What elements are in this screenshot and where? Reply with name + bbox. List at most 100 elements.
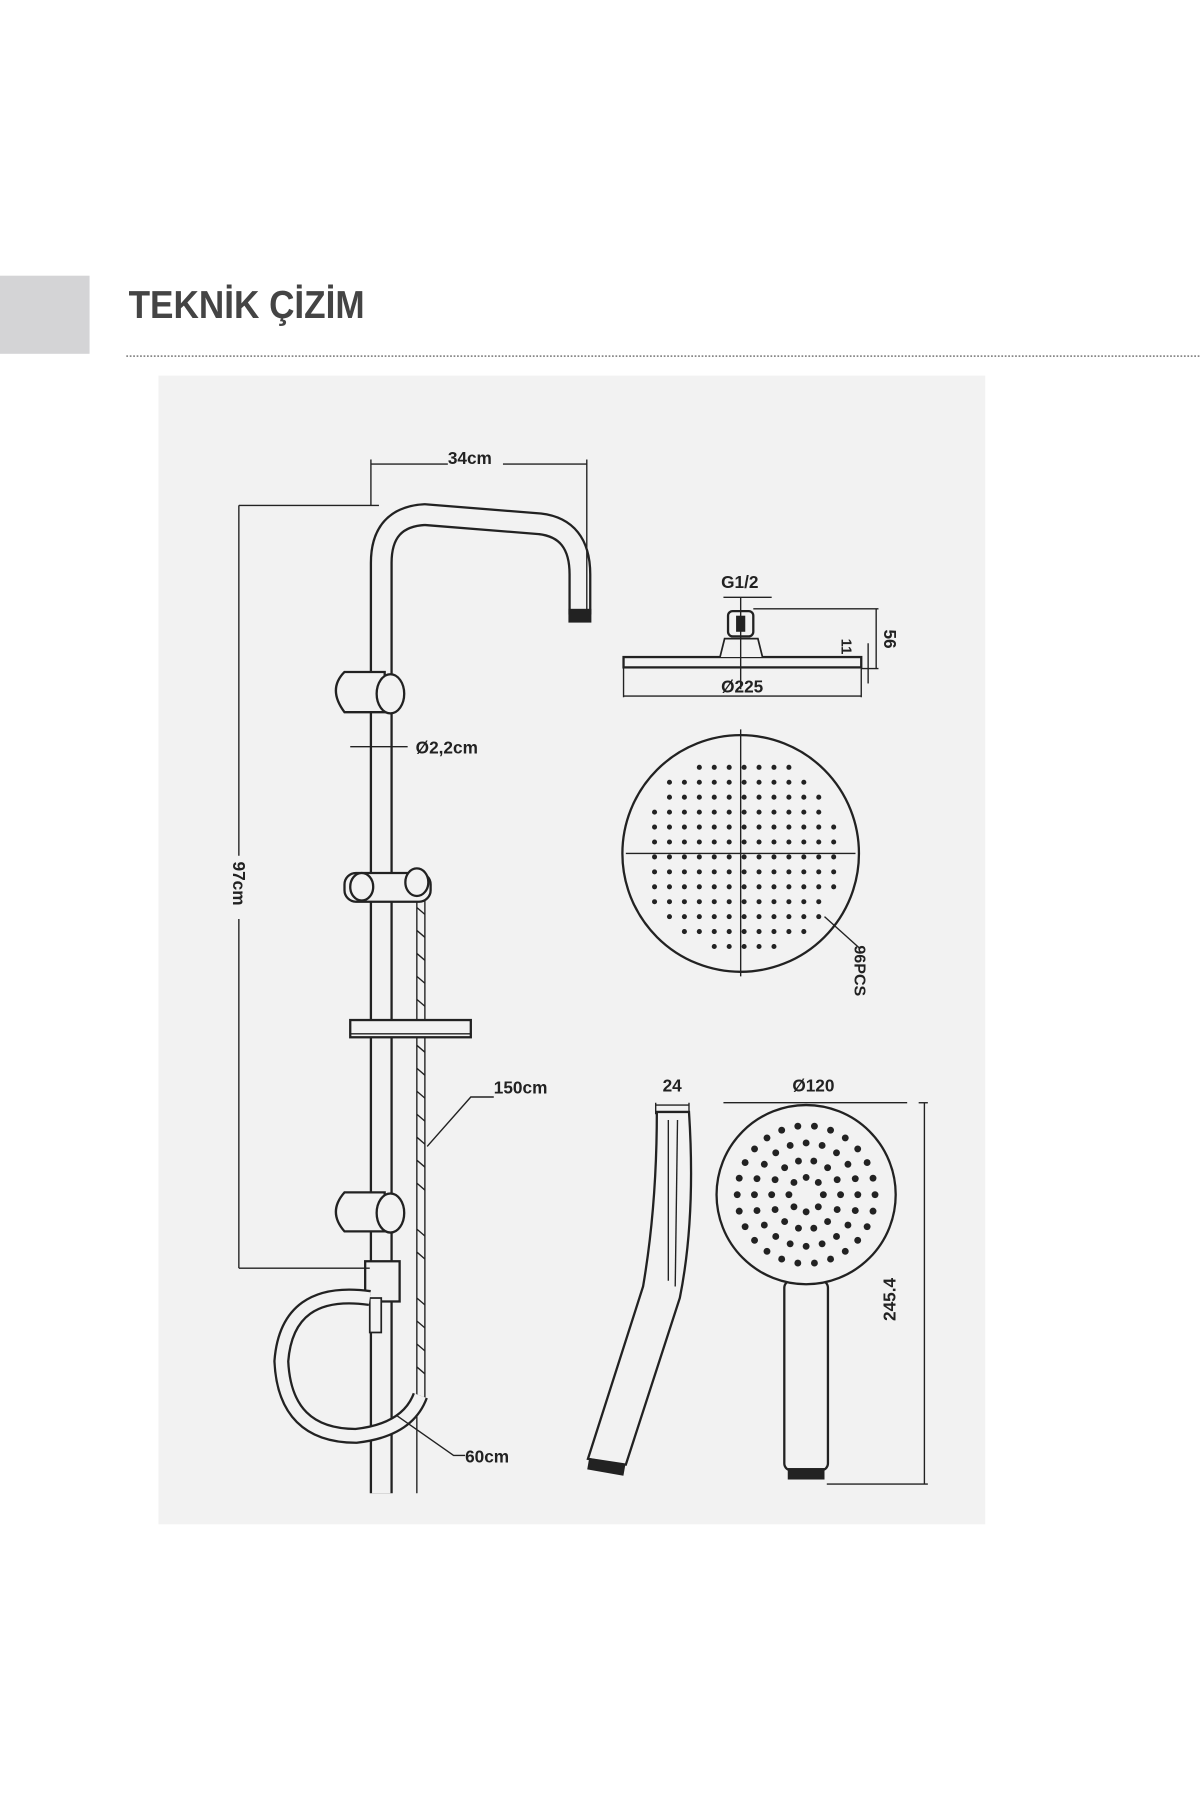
hose-loop — [273, 1288, 428, 1444]
rail-height-label: 97cm — [229, 862, 249, 906]
nozzle-dot — [711, 884, 717, 890]
nozzle-dot — [696, 764, 702, 770]
nozzle-dot — [781, 1218, 789, 1226]
nozzle-dot — [666, 884, 672, 890]
nozzle-dot — [841, 1247, 849, 1255]
nozzle-dot — [726, 884, 732, 890]
nozzle-dot — [741, 1223, 749, 1231]
nozzle-dot — [831, 854, 837, 860]
nozzle-dot — [666, 779, 672, 785]
nozzle-dot — [711, 839, 717, 845]
nozzle-dot — [726, 764, 732, 770]
nozzle-dot — [837, 1191, 845, 1199]
nozzle-dot — [854, 1236, 862, 1244]
nozzle-dot — [814, 1179, 822, 1186]
nozzle-dot — [790, 1179, 798, 1186]
nozzle-dot — [771, 899, 777, 905]
nozzle-dot — [756, 884, 762, 890]
nozzle-dot — [652, 839, 658, 845]
nozzle-dot — [785, 1191, 793, 1199]
nozzle-dot — [751, 1236, 758, 1244]
hand-shower-front-view: Ø120 245.4 — [715, 1075, 928, 1485]
nozzle-dot — [801, 929, 807, 935]
nozzle-dot — [681, 809, 687, 815]
page-title: TEKNİK ÇİZİM — [129, 282, 365, 326]
hand-length-label: 245.4 — [880, 1277, 900, 1321]
nozzle-dot — [771, 929, 777, 935]
nozzle-dot — [795, 1157, 802, 1165]
nozzle-dot — [756, 764, 762, 770]
nozzle-dot — [756, 914, 762, 920]
nozzle-count-label: 96PCS — [850, 945, 868, 996]
nozzle-dot — [666, 824, 672, 830]
nozzle-dot — [756, 809, 762, 815]
nozzle-dot — [863, 1223, 871, 1231]
nozzle-dot — [771, 854, 777, 860]
nozzle-dot — [652, 869, 658, 875]
nozzle-dot — [786, 899, 792, 905]
nozzle-dot — [751, 1145, 758, 1153]
nozzle-dot — [666, 854, 672, 860]
nozzle-dot — [801, 839, 807, 845]
nozzle-dot — [772, 1149, 780, 1157]
nozzle-dot — [666, 899, 672, 905]
nozzle-dot — [801, 824, 807, 830]
nozzle-dot — [756, 779, 762, 785]
nozzle-dot — [696, 929, 702, 935]
nozzle-dot — [772, 1233, 780, 1240]
nozzle-dot — [771, 824, 777, 830]
nozzle-dot — [771, 884, 777, 890]
nozzle-dot — [681, 839, 687, 845]
nozzle-dot — [756, 824, 762, 830]
nozzle-dot — [818, 1240, 826, 1248]
nozzle-dot — [696, 914, 702, 920]
nozzle-dot — [833, 1206, 841, 1214]
wall-bracket-bottom — [334, 1191, 406, 1234]
nozzle-dot — [801, 779, 807, 785]
nozzle-dot — [760, 1160, 768, 1168]
nozzle-dot — [801, 914, 807, 920]
nozzle-dot — [802, 1208, 810, 1216]
nozzle-dot — [711, 929, 717, 935]
nozzle-dot — [726, 809, 732, 815]
nozzle-dot — [786, 914, 792, 920]
nozzle-dot — [711, 794, 717, 800]
nozzle-dot — [851, 1175, 859, 1183]
nozzle-dot — [741, 869, 747, 875]
nozzle-dot — [741, 779, 747, 785]
nozzle-dot — [711, 854, 717, 860]
nozzle-dot — [794, 1122, 802, 1130]
nozzle-dot — [711, 764, 717, 770]
nozzle-dot — [801, 809, 807, 815]
nozzle-dot — [810, 1224, 818, 1232]
nozzle-dot — [735, 1174, 743, 1182]
nozzle-dot — [666, 839, 672, 845]
nozzle-dot — [786, 794, 792, 800]
nozzle-dot — [726, 914, 732, 920]
column-dimensions: 34cm 97cm Ø2,2cm 150cm 60cm — [229, 448, 588, 1466]
nozzle-dot — [681, 914, 687, 920]
nozzle-dot — [786, 1240, 794, 1248]
nozzle-dot — [786, 779, 792, 785]
nozzle-dot — [756, 899, 762, 905]
nozzle-dot — [751, 1191, 758, 1199]
nozzle-dot — [831, 869, 837, 875]
nozzle-dot — [802, 1139, 810, 1147]
connection-thread-label: G1/2 — [721, 572, 758, 592]
nozzle-dot — [844, 1160, 852, 1168]
slider — [343, 867, 432, 903]
nozzle-dot — [681, 884, 687, 890]
nozzle-dot — [786, 809, 792, 815]
nozzle-dot — [844, 1221, 852, 1229]
nozzle-dot — [869, 1207, 877, 1215]
nozzle-dot — [741, 794, 747, 800]
header-block — [0, 275, 90, 354]
nozzle-dot — [816, 884, 822, 890]
nozzle-dot — [763, 1134, 771, 1142]
nozzle-dot — [711, 779, 717, 785]
nozzle-dot — [802, 1173, 810, 1181]
soap-dish — [349, 1018, 472, 1039]
nozzle-dot — [741, 1159, 749, 1167]
nozzle-dot — [781, 1164, 789, 1172]
nozzle-dot — [771, 839, 777, 845]
